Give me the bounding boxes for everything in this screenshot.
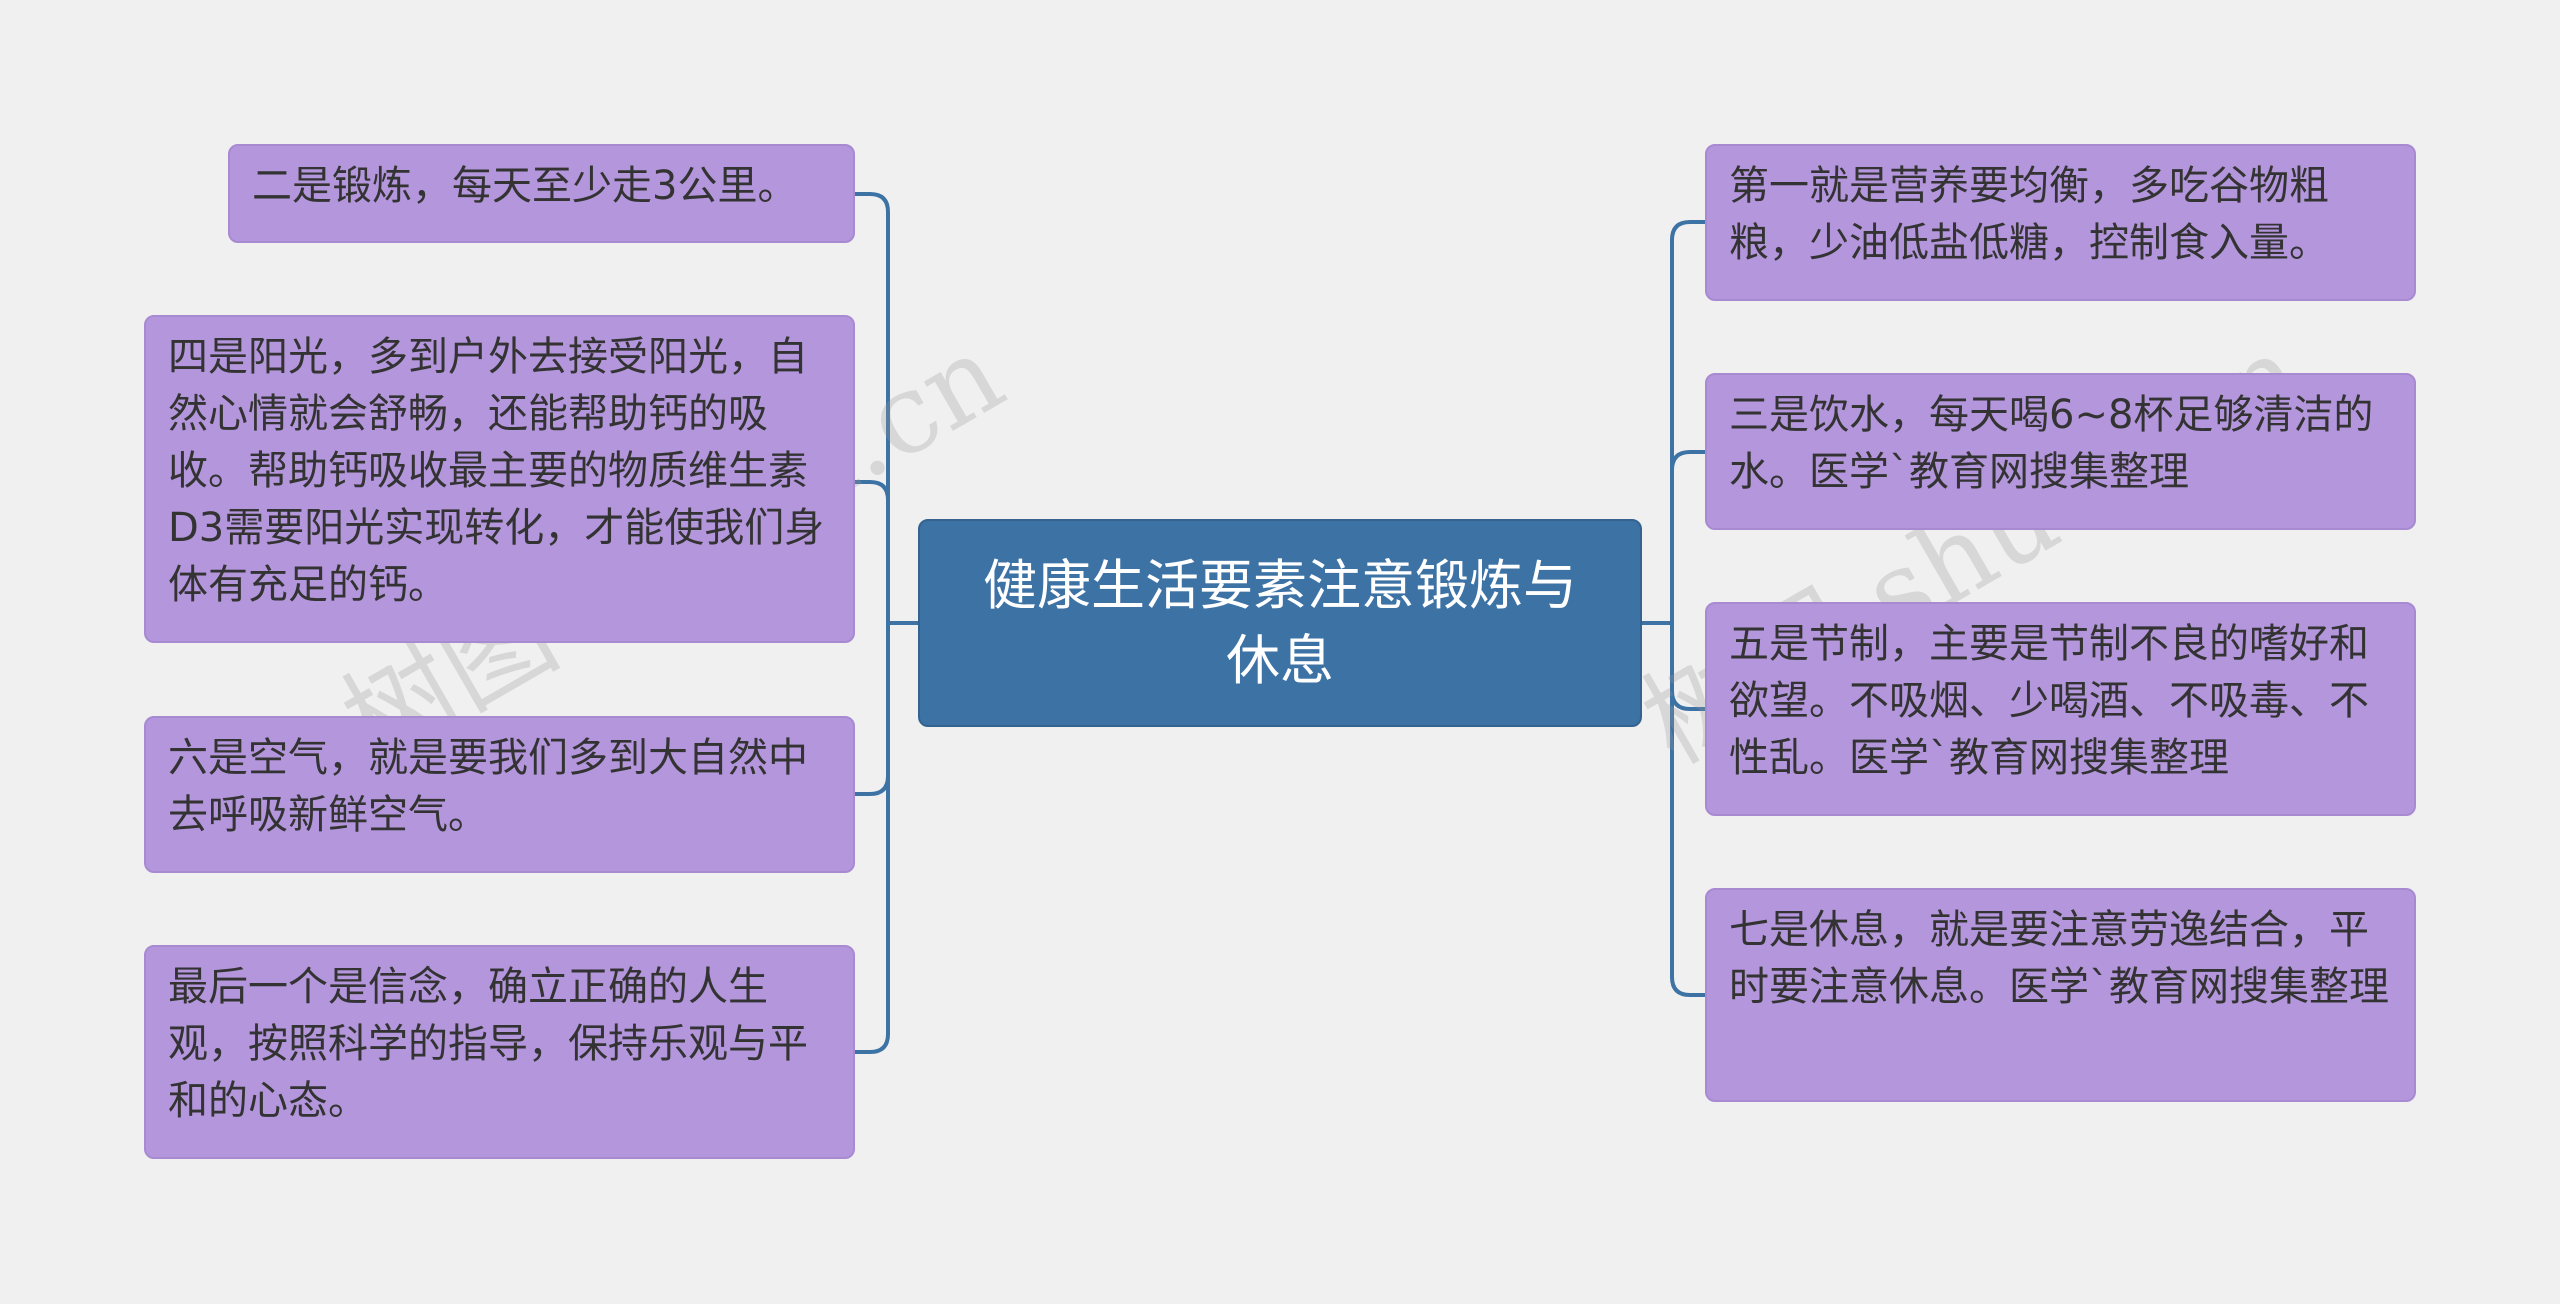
connector-right-1 xyxy=(1670,220,1707,625)
left-node-1[interactable]: 二是锻炼，每天至少走3公里。 xyxy=(228,144,855,243)
right-node-4[interactable]: 七是休息，就是要注意劳逸结合，平时要注意休息。医学`教育网搜集整理 xyxy=(1705,888,2416,1102)
right-node-1[interactable]: 第一就是营养要均衡，多吃谷物粗粮，少油低盐低糖，控制食入量。 xyxy=(1705,144,2416,301)
connector-left-3 xyxy=(853,621,890,796)
left-node-3-text: 六是空气，就是要我们多到大自然中去呼吸新鲜空气。 xyxy=(168,735,808,838)
connector-right-3 xyxy=(1670,621,1707,711)
right-node-3-text: 五是节制，主要是节制不良的嗜好和欲望。不吸烟、少喝酒、不吸毒、不性乱。医学`教育… xyxy=(1729,621,2369,781)
left-node-2[interactable]: 四是阳光，多到户外去接受阳光，自然心情就会舒畅，还能帮助钙的吸收。帮助钙吸收最主… xyxy=(144,315,855,643)
connector-left-1 xyxy=(853,192,890,625)
left-node-4[interactable]: 最后一个是信念，确立正确的人生观，按照科学的指导，保持乐观与平和的心态。 xyxy=(144,945,855,1159)
connector-right-4 xyxy=(1670,621,1707,997)
left-node-3[interactable]: 六是空气，就是要我们多到大自然中去呼吸新鲜空气。 xyxy=(144,716,855,873)
left-node-2-text: 四是阳光，多到户外去接受阳光，自然心情就会舒畅，还能帮助钙的吸收。帮助钙吸收最主… xyxy=(168,334,825,608)
left-node-1-text: 二是锻炼，每天至少走3公里。 xyxy=(252,163,798,209)
right-node-4-text: 七是休息，就是要注意劳逸结合，平时要注意休息。医学`教育网搜集整理 xyxy=(1729,907,2389,1010)
connector-right-2 xyxy=(1670,450,1707,625)
root-topic-text: 健康生活要素注意锻炼与休息 xyxy=(983,554,1577,692)
right-node-3[interactable]: 五是节制，主要是节制不良的嗜好和欲望。不吸烟、少喝酒、不吸毒、不性乱。医学`教育… xyxy=(1705,602,2416,816)
left-node-4-text: 最后一个是信念，确立正确的人生观，按照科学的指导，保持乐观与平和的心态。 xyxy=(168,964,808,1124)
right-node-1-text: 第一就是营养要均衡，多吃谷物粗粮，少油低盐低糖，控制食入量。 xyxy=(1729,163,2329,266)
right-node-2-text: 三是饮水，每天喝6~8杯足够清洁的水。医学`教育网搜集整理 xyxy=(1729,392,2374,495)
right-node-2[interactable]: 三是饮水，每天喝6~8杯足够清洁的水。医学`教育网搜集整理 xyxy=(1705,373,2416,530)
connector-left-2 xyxy=(853,480,890,625)
root-topic[interactable]: 健康生活要素注意锻炼与休息 xyxy=(918,519,1642,727)
connector-left-4 xyxy=(853,621,890,1054)
